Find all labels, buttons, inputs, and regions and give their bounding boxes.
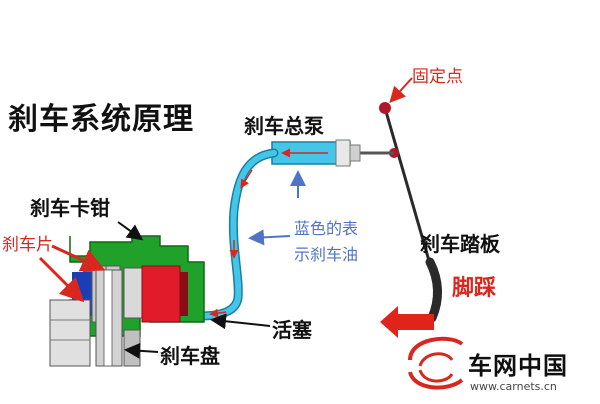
fluid-note-line2: 示刹车油 [294,245,359,264]
piston-label: 活塞 [272,318,312,342]
fixed-point-arrow [389,77,413,103]
caliper-arrow [117,221,144,241]
pad-arrow-2 [38,256,85,303]
disc-arrow [124,342,159,359]
piston-arrow [210,313,271,330]
flow-arrow-1 [240,169,253,189]
brand-logo [408,336,464,390]
pedal-lever [379,102,442,323]
push-force-arrow [380,306,434,338]
caliper-label: 刹车卡钳 [30,196,110,220]
diagram-title: 刹车系统原理 [8,102,194,137]
disc-label: 刹车盘 [160,344,220,368]
pivot-dot [379,102,391,114]
pedal-label: 刹车踏板 [420,232,500,256]
watermark-url: www.carnets.cn [470,380,557,393]
master-cylinder [271,139,361,167]
foot-press-label: 脚踩 [452,276,497,301]
fixed-point-label: 固定点 [412,67,463,87]
brake-pad-label: 刹车片 [2,235,53,255]
fluid-note-line1: 蓝色的表 [294,219,359,238]
piston [141,265,181,323]
pedal-pad [425,257,442,323]
pad-arrow-1 [51,244,106,272]
master-cylinder-label: 刹车总泵 [244,114,324,138]
note-arrow-left [248,229,291,246]
watermark-brand: 车网中国 [468,352,568,380]
